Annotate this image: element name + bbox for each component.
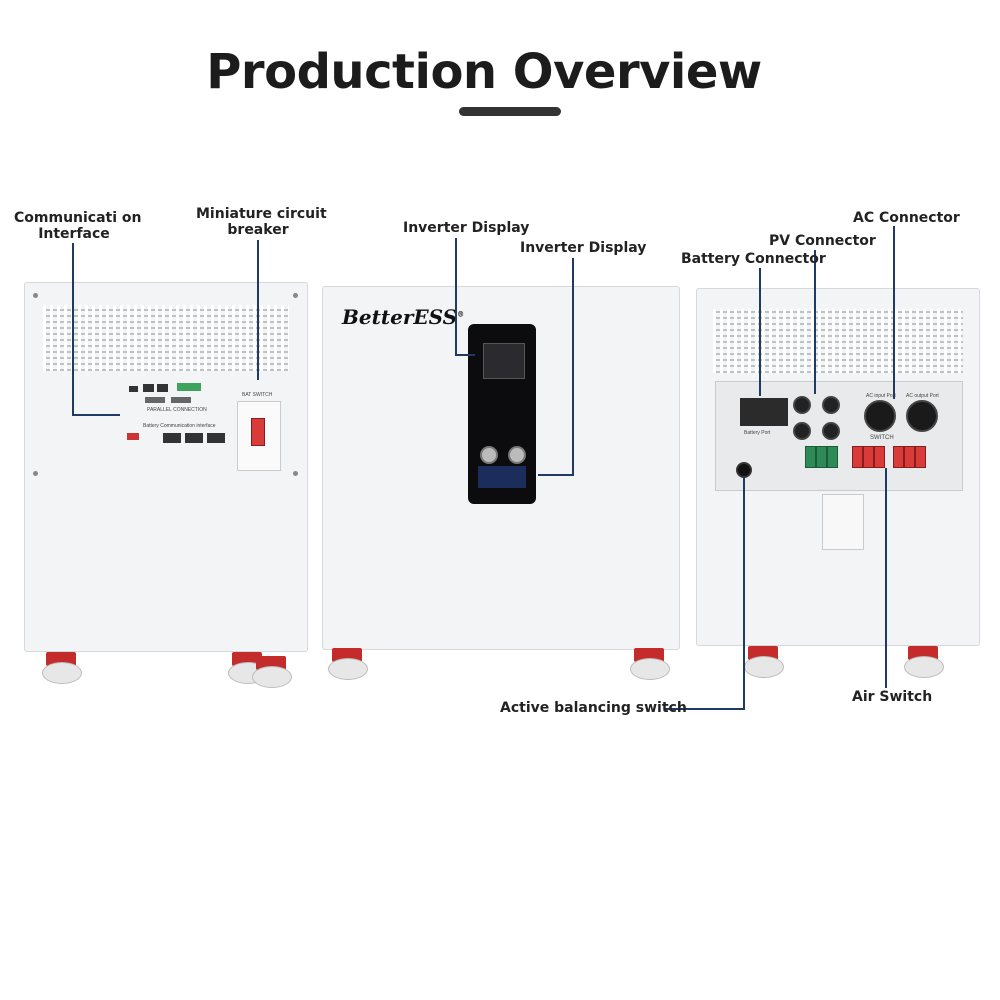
right-vent <box>713 309 963 373</box>
green-terminal[interactable] <box>177 383 201 391</box>
pv-breaker[interactable] <box>816 446 827 468</box>
comm-port[interactable] <box>185 433 203 443</box>
spec-sticker <box>822 494 864 550</box>
pv-connector[interactable] <box>793 396 811 414</box>
air-switch[interactable] <box>915 446 926 468</box>
air-switch[interactable] <box>904 446 915 468</box>
right-wheel-2 <box>904 646 944 678</box>
callout-inverter-display-2: Inverter Display <box>520 240 647 256</box>
ac-input-label: AC input Port <box>866 393 896 399</box>
switch-label: SWITCH <box>870 435 894 441</box>
db9-port[interactable] <box>171 397 191 403</box>
leader-active-balancing <box>664 476 745 710</box>
function-button[interactable] <box>508 446 526 464</box>
air-switch[interactable] <box>874 446 885 468</box>
title-underline <box>459 107 561 116</box>
ac-output-label: AC output Port <box>906 393 939 399</box>
comm-port[interactable] <box>207 433 225 443</box>
bat-switch-toggle[interactable] <box>251 418 265 446</box>
callout-active-balancing-switch: Active balancing switch <box>500 700 687 716</box>
middle-wheel-2 <box>630 648 670 680</box>
battery-connector[interactable] <box>740 398 788 426</box>
battery-comm-label: Battery Communication interface <box>143 423 216 429</box>
dip-switch[interactable] <box>127 433 139 440</box>
parallel-label: PARALLEL CONNECTION <box>147 407 207 413</box>
db9-port[interactable] <box>145 397 165 403</box>
air-switch[interactable] <box>852 446 863 468</box>
air-switch[interactable] <box>893 446 904 468</box>
rj45-port[interactable] <box>157 384 168 392</box>
callout-miniature-circuit-breaker: Miniature circuit breaker <box>196 206 327 238</box>
callout-ac-connector: AC Connector <box>853 210 960 226</box>
battery-port-label: Battery Port <box>744 430 771 436</box>
leader-communication-interface <box>72 243 120 416</box>
left-unit: PARALLEL CONNECTION Battery Communicatio… <box>24 282 308 652</box>
pv-breaker[interactable] <box>827 446 838 468</box>
rj45-port[interactable] <box>143 384 154 392</box>
callout-battery-connector: Battery Connector <box>681 251 826 267</box>
battery-display-screen <box>478 466 526 488</box>
pv-connector[interactable] <box>822 396 840 414</box>
ac-output-connector[interactable] <box>906 400 938 432</box>
callout-pv-connector: PV Connector <box>769 233 876 249</box>
air-switch[interactable] <box>863 446 874 468</box>
leader-inverter-display-1 <box>455 238 475 356</box>
ac-input-connector[interactable] <box>864 400 896 432</box>
right-wheel-1 <box>744 646 784 678</box>
callout-inverter-display-1: Inverter Display <box>403 220 530 236</box>
bat-switch-panel: BAT SWITCH <box>237 392 281 471</box>
usb-port[interactable] <box>129 386 138 392</box>
inverter-lcd-screen <box>483 343 525 379</box>
pv-connector[interactable] <box>793 422 811 440</box>
pv-connector[interactable] <box>822 422 840 440</box>
middle-wheel-1 <box>328 648 368 680</box>
brand-logo: BetterESS® <box>342 305 465 329</box>
left-wheel-1 <box>42 652 82 684</box>
left-vent <box>43 305 289 371</box>
comm-port[interactable] <box>163 433 181 443</box>
callout-air-switch: Air Switch <box>852 689 933 705</box>
callout-communication-interface: Communicati on Interface <box>14 210 142 242</box>
power-button[interactable] <box>480 446 498 464</box>
leader-inverter-display-2 <box>538 258 574 476</box>
page-title: Production Overview <box>206 44 762 100</box>
pv-breaker[interactable] <box>805 446 816 468</box>
bat-switch-label: BAT SWITCH <box>242 392 273 398</box>
left-wheel-3 <box>252 656 292 688</box>
